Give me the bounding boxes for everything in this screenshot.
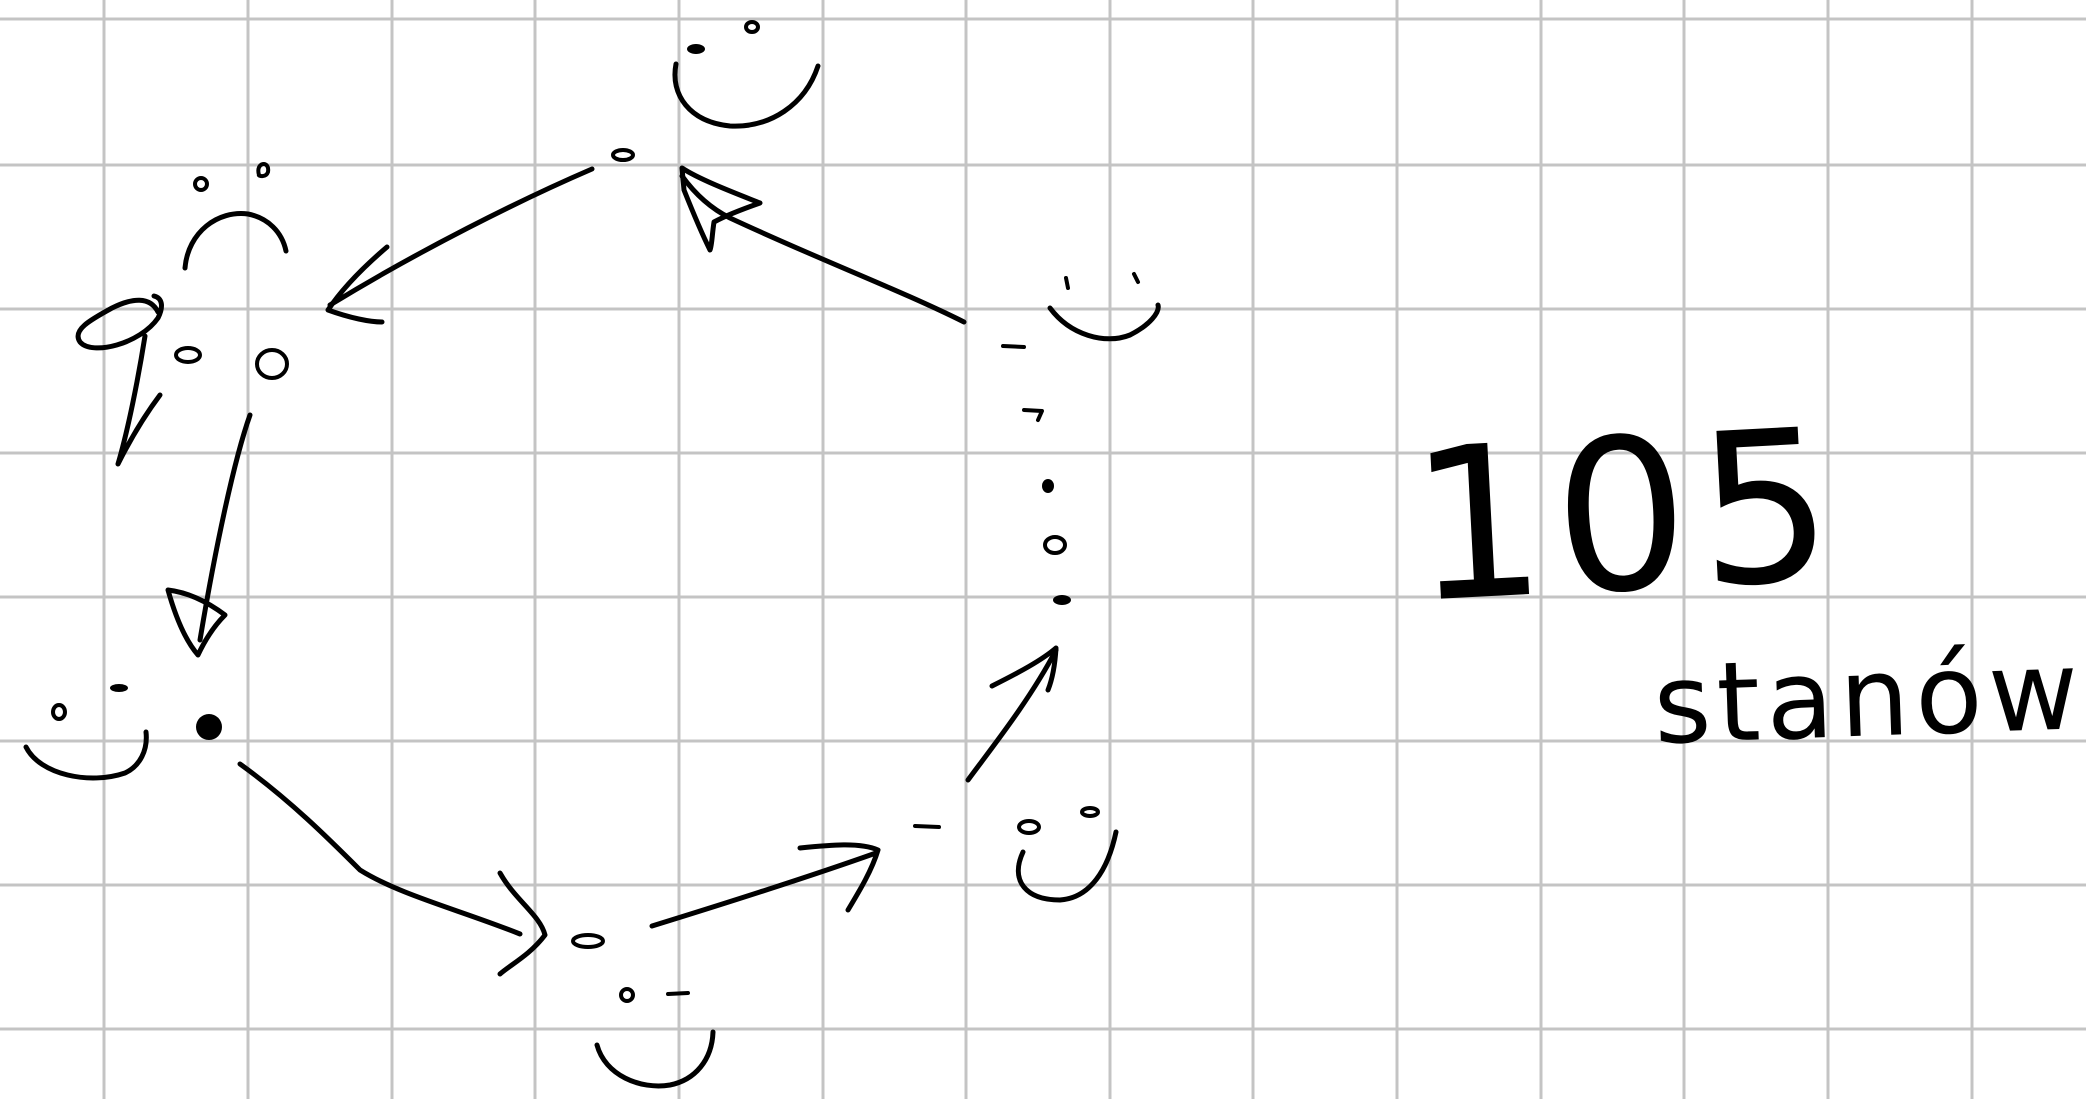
transition-lower-left-to-bottom bbox=[237, 761, 548, 977]
state-upper-right-token bbox=[1053, 595, 1071, 605]
arrowhead-icon bbox=[679, 165, 763, 253]
transition-top-to-upper-left bbox=[325, 166, 595, 325]
transition-line bbox=[237, 761, 523, 937]
arrowhead-icon bbox=[797, 842, 881, 913]
state-count-word: stanów bbox=[1651, 626, 2086, 769]
state-lower-left-token bbox=[110, 684, 128, 692]
state-upper-right bbox=[1001, 272, 1161, 605]
transition-line bbox=[327, 166, 595, 308]
transition-bottom-to-lower-right bbox=[649, 842, 881, 929]
state-lower-right-face bbox=[1015, 829, 1119, 903]
state-lower-left bbox=[23, 684, 222, 781]
state-bottom bbox=[571, 933, 716, 1089]
state-bottom-face bbox=[594, 1029, 716, 1089]
transition-line bbox=[649, 850, 879, 929]
state-upper-left-token bbox=[193, 176, 209, 192]
state-upper-left-token bbox=[256, 162, 271, 179]
state-bottom-token bbox=[666, 991, 690, 996]
state-upper-left-token bbox=[75, 293, 164, 351]
transition-line bbox=[679, 173, 967, 325]
state-lower-right-token bbox=[913, 824, 941, 829]
state-upper-left-token bbox=[255, 348, 289, 380]
state-lower-left-face bbox=[23, 729, 149, 781]
transition-lower-right-to-upper-right bbox=[965, 645, 1059, 783]
state-upper-right-token bbox=[1132, 272, 1140, 284]
transition-line bbox=[197, 412, 253, 643]
state-upper-right-token bbox=[1064, 276, 1070, 290]
state-lower-right bbox=[913, 806, 1119, 903]
state-upper-right-token bbox=[1001, 344, 1026, 349]
state-lower-right-token bbox=[1017, 819, 1041, 835]
transition-upper-left-to-lower-left bbox=[115, 333, 253, 658]
arrowhead-icon bbox=[497, 870, 548, 977]
state-lower-left-token bbox=[51, 703, 67, 721]
state-upper-left bbox=[75, 162, 289, 380]
transition-stub bbox=[115, 333, 163, 467]
arrowhead-icon bbox=[165, 587, 228, 658]
state-top bbox=[611, 20, 821, 162]
arrowhead-icon bbox=[989, 645, 1059, 693]
state-top-face bbox=[672, 61, 821, 129]
state-top-token bbox=[687, 44, 705, 54]
state-upper-left-face bbox=[182, 211, 289, 271]
state-upper-left-token bbox=[174, 346, 202, 364]
state-lower-right-token bbox=[1080, 806, 1100, 818]
transition-upper-right-to-top bbox=[679, 165, 967, 325]
state-count-number: 105 bbox=[1405, 383, 1848, 650]
state-upper-right-token bbox=[1043, 535, 1067, 555]
state-upper-right-token bbox=[1022, 408, 1044, 422]
arrowhead-icon bbox=[325, 244, 390, 325]
state-bottom-token bbox=[571, 933, 605, 949]
state-upper-right-token bbox=[1042, 479, 1054, 493]
transition-line bbox=[965, 647, 1059, 783]
state-lower-left-token bbox=[196, 714, 222, 740]
state-upper-right-face bbox=[1047, 302, 1161, 342]
state-top-token bbox=[744, 20, 760, 34]
state-top-token bbox=[611, 148, 635, 162]
state-bottom-token bbox=[619, 987, 635, 1003]
